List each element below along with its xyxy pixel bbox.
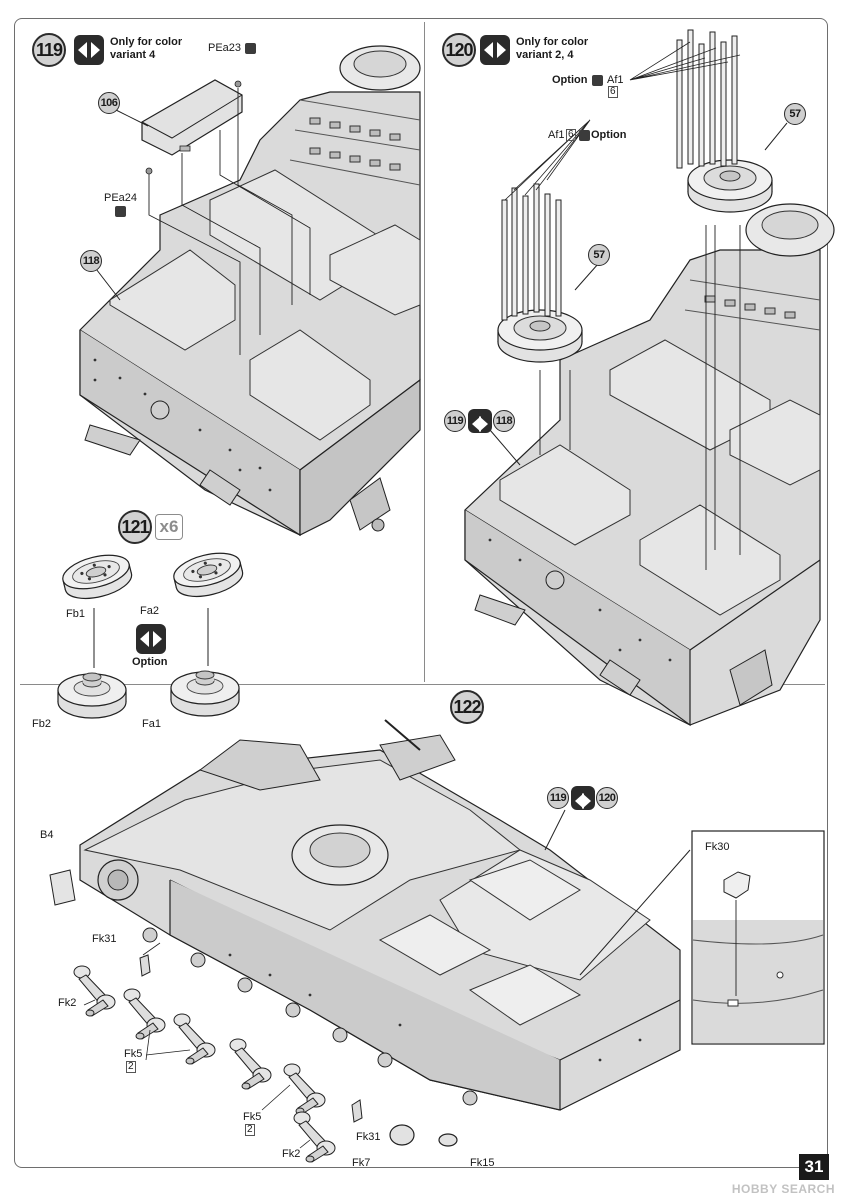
- part-label-fk7: Fk7: [352, 1157, 371, 1169]
- part-label-pea23: PEa23: [208, 42, 257, 54]
- page-frame: [14, 18, 828, 1168]
- color-variant-icon: [480, 35, 510, 65]
- option-label-mid: Option: [578, 129, 626, 141]
- horizontal-divider: [20, 684, 825, 685]
- ref-step-119: 119: [547, 787, 569, 809]
- label-text: Option: [591, 129, 627, 141]
- part-label-fa2: Fa2: [140, 605, 159, 617]
- quantity-fk5-b: 2: [245, 1124, 255, 1136]
- step-number-120: 120: [442, 33, 476, 67]
- step121-wheels-illustration: [57, 546, 247, 719]
- part-label-fb1: Fb1: [66, 608, 85, 620]
- step-number-122: 122: [450, 690, 484, 724]
- quantity-x6: x6: [155, 514, 183, 540]
- color-variant-icon: [468, 409, 492, 433]
- option-icon: [579, 129, 590, 141]
- step-number-text: 119: [35, 39, 63, 60]
- step122-vehicle-illustration: [49, 719, 825, 1163]
- ref-step-118: 118: [80, 250, 102, 272]
- step119-note: Only for color variant 4: [110, 36, 183, 61]
- quantity-af1-mid: 6: [566, 129, 576, 141]
- step-number-text: 121: [121, 516, 149, 537]
- part-label-fk2-left: Fk2: [58, 997, 77, 1009]
- part-label-fk15: Fk15: [470, 1157, 495, 1169]
- part-label-fk2-bottom: Fk2: [282, 1148, 301, 1160]
- ref-step-120: 120: [596, 787, 618, 809]
- part-label-af1-mid: Af1: [548, 129, 565, 141]
- part-label-b4: B4: [40, 829, 54, 841]
- step-number-121: 121: [118, 510, 152, 544]
- label-text: Option: [552, 74, 588, 86]
- step-number-text: 122: [453, 696, 481, 717]
- part-label-fk31-right: Fk31: [356, 1131, 381, 1143]
- part-label-fa1: Fa1: [142, 718, 161, 730]
- quantity-fk5-a: 2: [126, 1061, 136, 1073]
- label-text: PEa23: [208, 42, 242, 54]
- step-number-text: 120: [445, 39, 473, 60]
- part-label-pea24: PEa24: [104, 192, 138, 204]
- part-label-fk5-b: Fk5: [243, 1111, 262, 1123]
- ref-step-106: 106: [98, 92, 120, 114]
- part-label-fk5-a: Fk5: [124, 1048, 143, 1060]
- part-label-fk30: Fk30: [705, 841, 730, 853]
- part-label-fk31-left: Fk31: [92, 933, 117, 945]
- step-number-119: 119: [32, 33, 66, 67]
- option-label-top: Option: [552, 74, 604, 86]
- step120-hull-illustration: [464, 29, 835, 727]
- watermark: HOBBY SEARCH: [731, 1182, 835, 1196]
- ref-step-119: 119: [444, 410, 466, 432]
- ref-step-118: 118: [493, 410, 515, 432]
- quantity-af1-top: 6: [608, 86, 618, 98]
- option-label-121: Option: [132, 656, 168, 668]
- photo-etch-icon: [115, 206, 126, 217]
- color-variant-icon: [74, 35, 104, 65]
- option-icon: [591, 74, 603, 86]
- vertical-divider: [424, 22, 425, 682]
- photo-etch-icon: [245, 42, 257, 54]
- color-variant-icon: [571, 786, 595, 810]
- step120-note: Only for color variant 2, 4: [516, 36, 589, 61]
- ref-step-57-top: 57: [784, 103, 806, 125]
- option-variant-icon: [136, 624, 166, 654]
- part-label-af1-top: Af1: [607, 74, 624, 86]
- page-number: 31: [799, 1154, 829, 1180]
- step119-hull-illustration: [79, 45, 421, 537]
- ref-step-57-left: 57: [588, 244, 610, 266]
- part-label-fb2: Fb2: [32, 718, 51, 730]
